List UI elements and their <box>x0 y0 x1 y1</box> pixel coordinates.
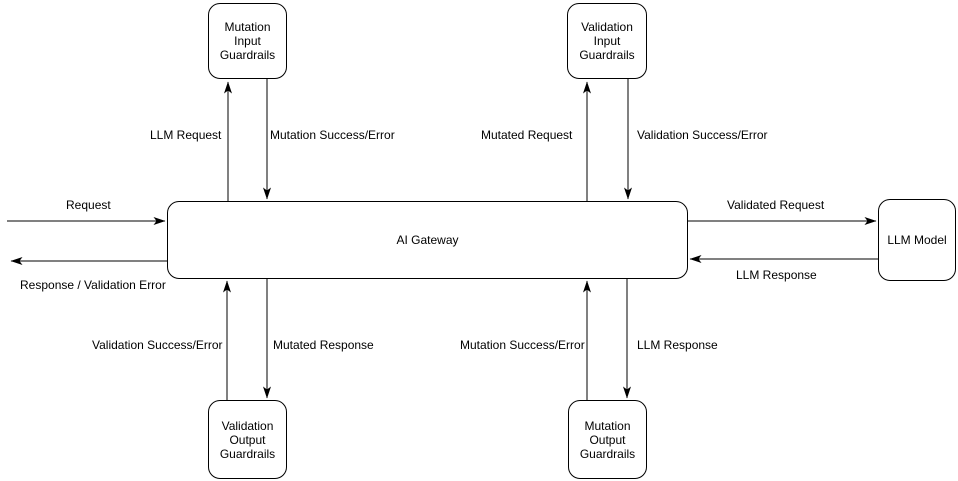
edge-label-llm-request: LLM Request <box>150 128 222 142</box>
edge-label-validation-success-bottom: Validation Success/Error <box>92 338 223 352</box>
node-llm-model-label: LLM Model <box>887 233 947 247</box>
edge-label-mutation-success-top: Mutation Success/Error <box>270 128 395 142</box>
node-mutation-input-guardrails-label: Mutation Input Guardrails <box>219 20 276 62</box>
edge-label-mutation-success-bottom: Mutation Success/Error <box>460 338 585 352</box>
node-llm-model: LLM Model <box>878 199 956 281</box>
node-validation-output-guardrails: Validation Output Guardrails <box>208 400 287 479</box>
edge-label-llm-response-bottom: LLM Response <box>637 338 718 352</box>
edge-label-mutated-response: Mutated Response <box>273 338 374 352</box>
edge-label-request: Request <box>66 198 111 212</box>
edge-label-validated-request: Validated Request <box>727 198 825 212</box>
node-mutation-input-guardrails: Mutation Input Guardrails <box>208 3 287 79</box>
edge-label-mutated-request: Mutated Request <box>481 128 573 142</box>
edge-label-validation-success-top: Validation Success/Error <box>637 128 768 142</box>
node-validation-input-guardrails-label: Validation Input Guardrails <box>579 20 635 62</box>
node-ai-gateway: AI Gateway <box>167 201 688 279</box>
node-validation-input-guardrails: Validation Input Guardrails <box>567 3 647 79</box>
node-mutation-output-guardrails: Mutation Output Guardrails <box>568 400 647 479</box>
node-validation-output-guardrails-label: Validation Output Guardrails <box>219 418 276 461</box>
node-ai-gateway-label: AI Gateway <box>396 233 459 247</box>
node-mutation-output-guardrails-label: Mutation Output Guardrails <box>579 418 636 461</box>
edge-label-response-validation-error: Response / Validation Error <box>20 278 166 292</box>
edge-label-llm-response-right: LLM Response <box>736 268 817 282</box>
